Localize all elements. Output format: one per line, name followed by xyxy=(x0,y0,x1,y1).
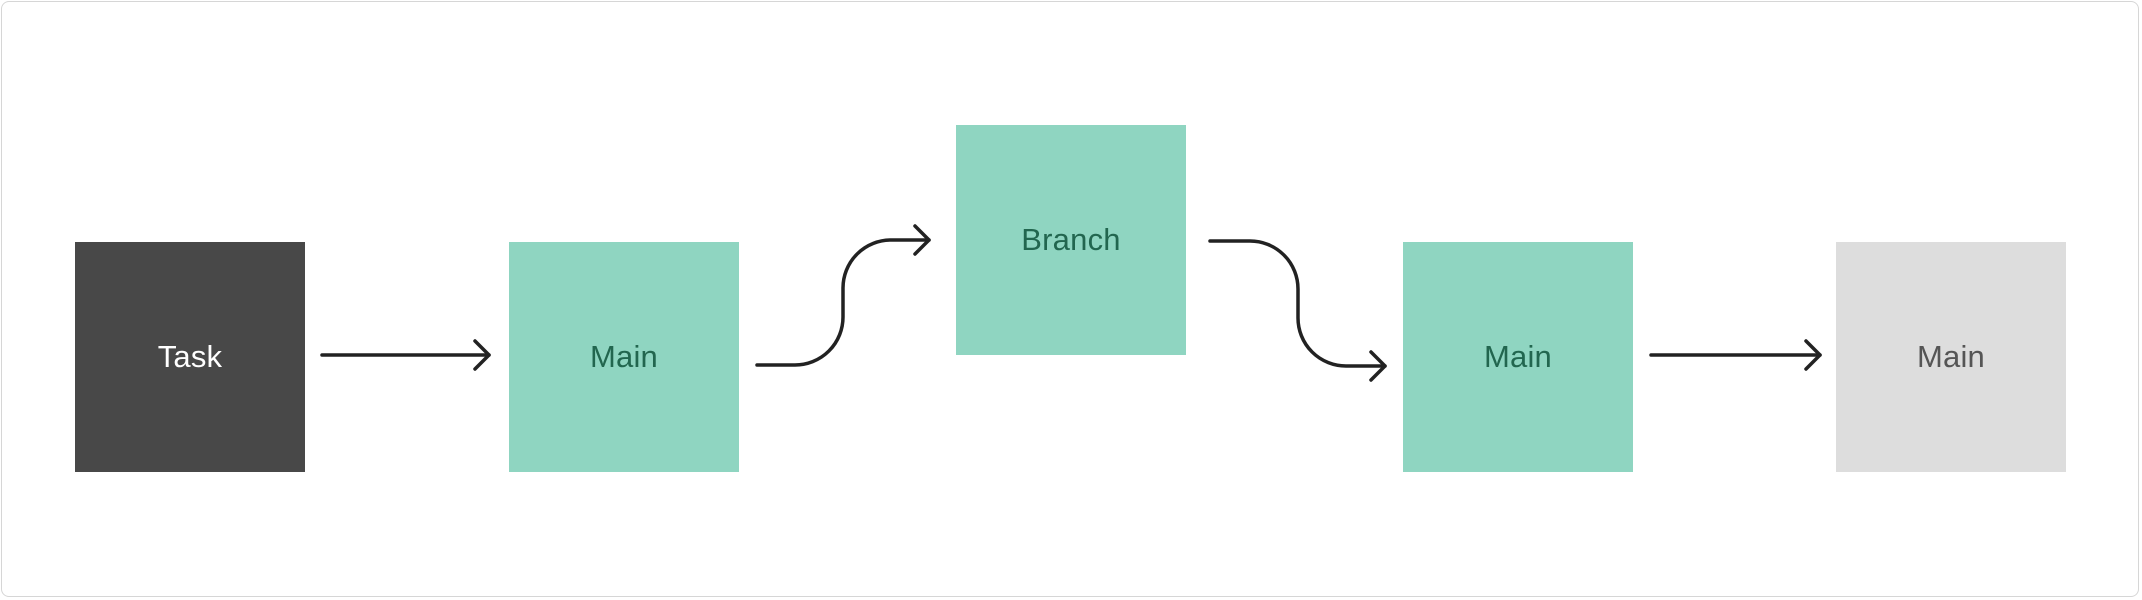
main-node-1-label: Main xyxy=(590,339,658,374)
main-node-3-label: Main xyxy=(1917,339,1985,374)
branch-node-label: Branch xyxy=(1021,222,1121,257)
task-node: Task xyxy=(75,242,305,472)
main-node-3: Main xyxy=(1836,242,2066,472)
main-node-1: Main xyxy=(509,242,739,472)
main-node-2: Main xyxy=(1403,242,1633,472)
branch-node: Branch xyxy=(956,125,1186,355)
main-node-2-label: Main xyxy=(1484,339,1552,374)
task-node-label: Task xyxy=(157,339,223,374)
